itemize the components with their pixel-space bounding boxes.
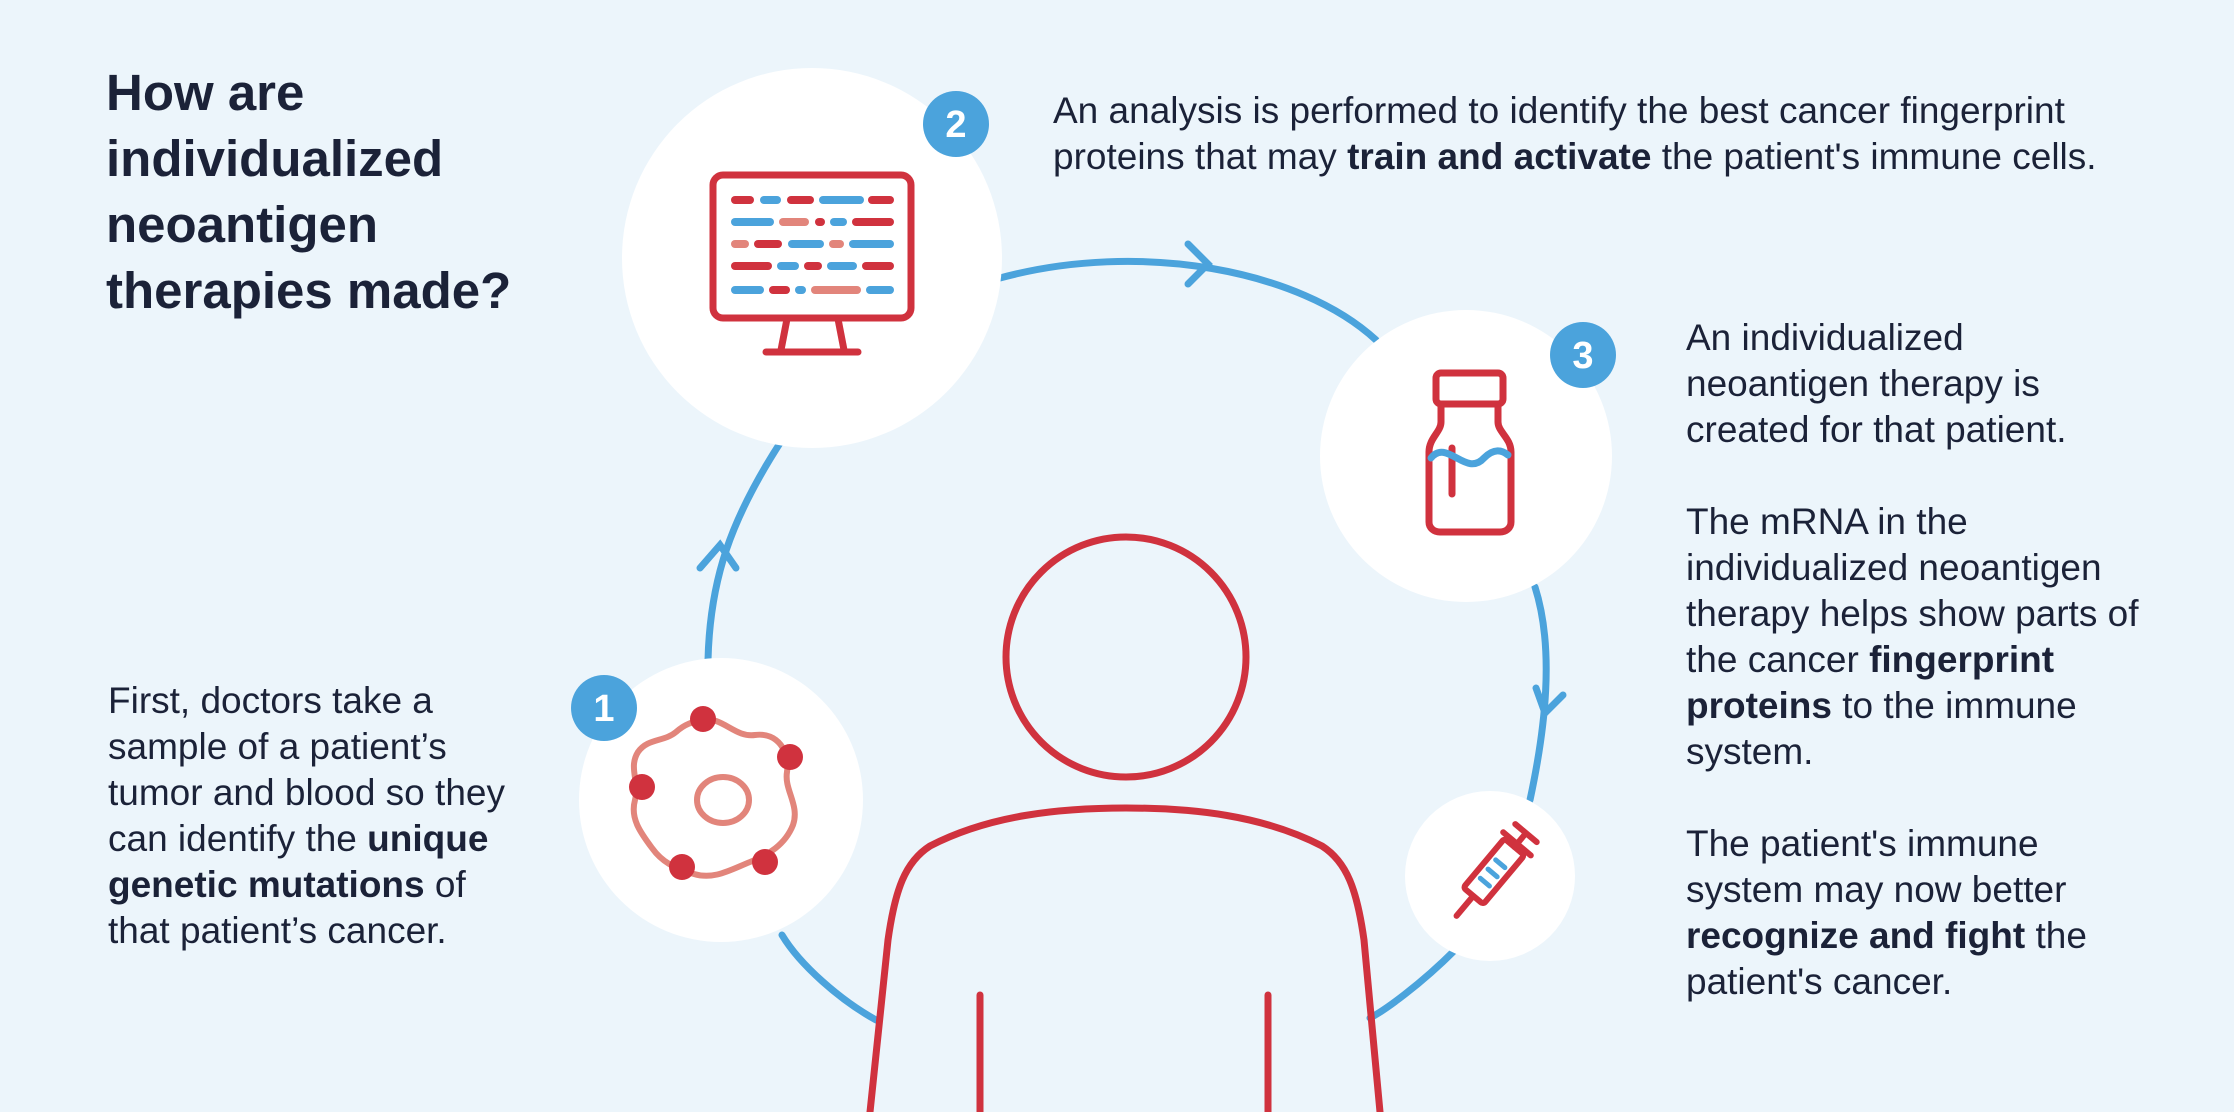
step-1-description: First, doctors take a sample of a patien… — [108, 678, 528, 954]
computer-monitor-icon — [709, 171, 915, 356]
step-3-paragraph-1: An individualized neoantigen therapy is … — [1686, 317, 2067, 450]
step-3-paragraph-2: The mRNA in the individualized neoantige… — [1686, 499, 2156, 775]
step-3-p2-bold: fingerprint proteins — [1686, 639, 2055, 726]
step-3-node: 3 — [1320, 310, 1616, 602]
step-3-p2-after: to the immune system. — [1686, 685, 2077, 772]
step-3-p3-bold: recognize and fight — [1686, 915, 2026, 956]
syringe-node — [1405, 791, 1575, 961]
step-1-text-bold: unique genetic mutations — [108, 818, 489, 905]
step-2-text-bold: train and activate — [1347, 136, 1652, 177]
step-3-p2-before: The mRNA in the individualized neoantige… — [1686, 501, 2139, 680]
step-1-node: 1 — [571, 658, 863, 942]
tumor-cell-icon — [629, 706, 803, 880]
step-3-p3-before: The patient's immune system may now bett… — [1686, 823, 2067, 910]
step-2-number: 2 — [945, 104, 966, 146]
step-3-description: An individualized neoantigen therapy is … — [1686, 315, 2156, 1005]
step-1-badge: 1 — [571, 675, 637, 741]
step-2-text-before: An analysis is performed to identify the… — [1053, 90, 2065, 177]
step-1-number: 1 — [593, 688, 614, 730]
page-title: How are individualized neoantigen therap… — [106, 64, 512, 319]
step-3-paragraph-3: The patient's immune system may now bett… — [1686, 821, 2156, 1005]
step-2-node: 2 — [622, 68, 1002, 448]
cycle-arrows — [696, 240, 1567, 1024]
syringe-icon — [1453, 821, 1540, 919]
step-1-text-after: of that patient’s cancer. — [108, 864, 466, 951]
step-3-badge: 3 — [1550, 322, 1616, 388]
step-2-text-after: the patient's immune cells. — [1661, 136, 2097, 177]
step-2-description: An analysis is performed to identify the… — [1053, 88, 2173, 180]
step-2-badge: 2 — [923, 91, 989, 157]
step-3-number: 3 — [1572, 335, 1593, 377]
vial-icon — [1425, 369, 1515, 536]
step-3-p3-after: the patient's cancer. — [1686, 915, 2087, 1002]
person-icon — [866, 533, 1384, 1112]
step-1-text-before: First, doctors take a sample of a patien… — [108, 680, 505, 859]
